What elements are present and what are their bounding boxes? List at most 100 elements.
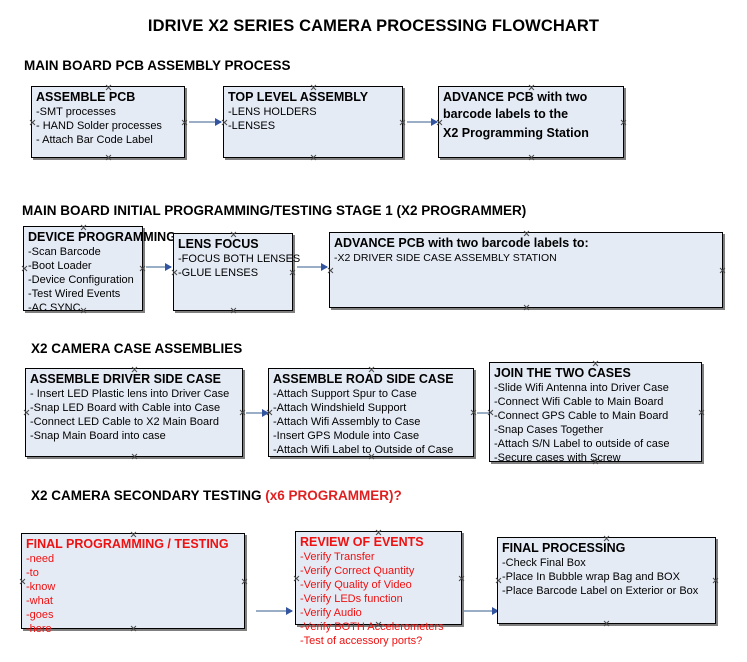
page-title: IDRIVE X2 SERIES CAMERA PROCESSING FLOWC… xyxy=(147,17,600,35)
resize-handle-bottom[interactable] xyxy=(131,453,138,460)
box-line: -SMT processes xyxy=(36,105,116,118)
box-line: -Attach Wifi Assembly to Case xyxy=(273,415,421,428)
box-line: -Attach S/N Label to outside of case xyxy=(494,437,670,450)
box-lens-focus[interactable]: LENS FOCUS -FOCUS BOTH LENSES -GLUE LENS… xyxy=(173,233,301,314)
resize-handle-bottom[interactable] xyxy=(310,154,317,161)
box-line: -FOCUS BOTH LENSES xyxy=(178,252,301,265)
box-line: -X2 DRIVER SIDE CASE ASSEMBLY STATION xyxy=(334,251,557,264)
box-line: -Snap Main Board into case xyxy=(30,429,166,442)
box-line: -Attach Wifi Label to Outside of Case xyxy=(273,443,454,456)
box-title: ADVANCE PCB with two barcode labels to: xyxy=(334,236,589,250)
resize-handle-bottom[interactable] xyxy=(105,154,112,161)
box-line: -here xyxy=(26,622,52,635)
box-content: FINAL PROCESSING -Check Final Box -Place… xyxy=(498,538,715,598)
box-content: ASSEMBLE ROAD SIDE CASE -Attach Support … xyxy=(269,369,473,457)
box-line: -Verify BOTH Accelerometers xyxy=(300,620,444,633)
box-line: -Place Barcode Label on Exterior or Box xyxy=(502,584,699,597)
box-content: LENS FOCUS -FOCUS BOTH LENSES -GLUE LENS… xyxy=(174,234,301,280)
resize-handle-bottom[interactable] xyxy=(603,620,610,627)
box-content: ASSEMBLE DRIVER SIDE CASE - Insert LED P… xyxy=(26,369,242,443)
box-line: -Check Final Box xyxy=(502,556,586,569)
box-line: -AC SYNC xyxy=(28,301,81,314)
section-heading-4-accent: (x6 PROGRAMMER)? xyxy=(265,488,402,503)
resize-handle-right[interactable] xyxy=(719,267,726,274)
box-line: -Connect LED Cable to X2 Main Board xyxy=(30,415,219,428)
connector-arrow xyxy=(146,263,172,271)
box-line: -to xyxy=(26,566,39,579)
box-line: -LENS HOLDERS xyxy=(228,105,317,118)
box-title: REVIEW OF EVENTS xyxy=(300,535,424,549)
box-line: -Scan Barcode xyxy=(28,245,101,258)
box-line: -Verify Transfer xyxy=(300,550,375,563)
connector-arrow xyxy=(256,607,293,615)
box-line: - Insert LED Plastic lens into Driver Ca… xyxy=(30,387,230,400)
arrowhead-icon xyxy=(286,607,293,615)
box-line: -Insert GPS Module into Case xyxy=(273,429,420,442)
box-line: -Place In Bubble wrap Bag and BOX xyxy=(502,570,680,583)
box-line: -Verify LEDs function xyxy=(300,592,403,605)
box-line: -Attach Support Spur to Case xyxy=(273,387,417,400)
box-title: FINAL PROGRAMMING / TESTING xyxy=(26,537,229,551)
box-advance-pcb-driver-side[interactable]: ADVANCE PCB with two barcode labels to: … xyxy=(329,232,723,308)
box-title: LENS FOCUS xyxy=(178,237,259,251)
box-line: -LENSES xyxy=(228,119,276,132)
resize-handle-bottom[interactable] xyxy=(523,304,530,311)
arrowhead-icon xyxy=(492,607,499,615)
box-line: -Device Configuration xyxy=(28,273,134,286)
box-device-programming[interactable]: DEVICE PROGRAMMING -Scan Barcode -Boot L… xyxy=(23,226,176,314)
box-title: DEVICE PROGRAMMING xyxy=(28,230,176,244)
box-title: FINAL PROCESSING xyxy=(502,541,626,555)
box-line: -Secure cases with Screw xyxy=(494,451,621,464)
box-line: -Snap LED Board with Cable into Case xyxy=(30,401,221,414)
box-final-processing[interactable]: FINAL PROCESSING -Check Final Box -Place… xyxy=(497,537,716,624)
box-line: barcode labels to the xyxy=(443,106,569,121)
box-assemble-driver-side-case[interactable]: ASSEMBLE DRIVER SIDE CASE - Insert LED P… xyxy=(25,368,243,457)
section-heading-1: MAIN BOARD PCB ASSEMBLY PROCESS xyxy=(24,58,291,73)
arrowhead-icon xyxy=(215,118,222,126)
box-line: X2 Programming Station xyxy=(443,125,589,140)
box-content: DEVICE PROGRAMMING -Scan Barcode -Boot L… xyxy=(24,227,176,315)
box-content: ASSEMBLE PCB -SMT processes - HAND Solde… xyxy=(32,87,184,147)
resize-handle-bottom[interactable] xyxy=(528,154,535,161)
box-line: -need xyxy=(26,552,55,565)
box-review-of-events[interactable]: REVIEW OF EVENTS -Verify Transfer -Verif… xyxy=(295,531,462,647)
box-title: ADVANCE PCB with two xyxy=(443,90,588,104)
section-heading-4-text: X2 CAMERA SECONDARY TESTING xyxy=(31,488,266,503)
box-content: JOIN THE TWO CASES -Slide Wifi Antenna i… xyxy=(490,363,701,465)
connector-arrow xyxy=(297,263,328,271)
box-line: -Connect Wifi Cable to Main Board xyxy=(494,395,664,408)
box-line: -GLUE LENSES xyxy=(178,266,259,279)
box-line: -Boot Loader xyxy=(28,259,92,272)
box-join-the-two-cases[interactable]: JOIN THE TWO CASES -Slide Wifi Antenna i… xyxy=(489,362,702,465)
connector-arrow xyxy=(189,118,222,126)
box-top-level-assembly[interactable]: TOP LEVEL ASSEMBLY -LENS HOLDERS -LENSES xyxy=(223,86,403,158)
box-assemble-road-side-case[interactable]: ASSEMBLE ROAD SIDE CASE -Attach Support … xyxy=(268,368,474,457)
connector-arrow xyxy=(407,118,438,126)
arrowhead-icon xyxy=(165,263,172,271)
box-title: ASSEMBLE DRIVER SIDE CASE xyxy=(30,372,222,386)
box-content: ADVANCE PCB with two barcode labels to: … xyxy=(330,233,722,265)
box-title: ASSEMBLE ROAD SIDE CASE xyxy=(273,372,454,386)
box-line: -Test Wired Events xyxy=(28,287,121,300)
box-line: -Connect GPS Cable to Main Board xyxy=(494,409,669,422)
arrowhead-icon xyxy=(431,118,438,126)
box-final-programming-testing[interactable]: FINAL PROGRAMMING / TESTING -need -to -k… xyxy=(21,533,245,635)
section-heading-2: MAIN BOARD INITIAL PROGRAMMING/TESTING S… xyxy=(22,203,527,218)
box-content: TOP LEVEL ASSEMBLY -LENS HOLDERS -LENSES xyxy=(224,87,402,133)
connector-arrow xyxy=(464,607,499,615)
box-advance-pcb-station[interactable]: ADVANCE PCB with two barcode labels to t… xyxy=(438,86,624,158)
box-assemble-pcb[interactable]: ASSEMBLE PCB -SMT processes - HAND Solde… xyxy=(31,86,185,158)
box-line: -goes xyxy=(26,608,54,621)
box-line: - Attach Bar Code Label xyxy=(36,133,153,146)
arrowhead-icon xyxy=(321,263,328,271)
box-content: FINAL PROGRAMMING / TESTING -need -to -k… xyxy=(22,534,244,636)
resize-handle-bottom[interactable] xyxy=(230,307,237,314)
box-line: -what xyxy=(26,594,53,607)
box-line: -Snap Cases Together xyxy=(494,423,604,436)
section-heading-4: X2 CAMERA SECONDARY TESTING (x6 PROGRAMM… xyxy=(31,488,402,503)
box-line: - HAND Solder processes xyxy=(36,119,162,132)
arrowhead-icon xyxy=(262,409,269,417)
box-line: -know xyxy=(26,580,56,593)
box-title: ASSEMBLE PCB xyxy=(36,90,136,104)
